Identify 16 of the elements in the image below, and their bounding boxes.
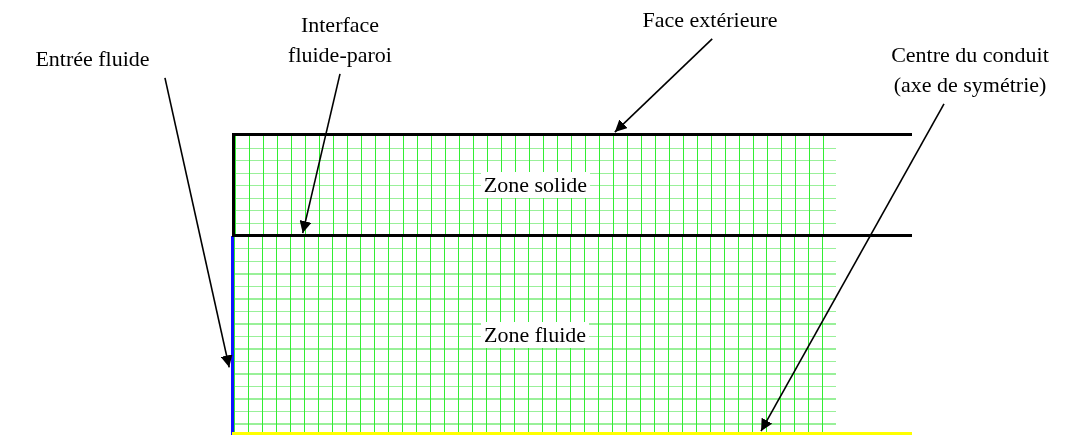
fluid-zone-region <box>234 236 836 433</box>
outer-face-line <box>232 133 912 136</box>
zone-label: Zone solide <box>480 172 591 198</box>
leader-line <box>164 77 233 369</box>
interface-line <box>232 234 912 237</box>
inlet-boundary-line <box>231 236 234 435</box>
callout-label: Entrée fluide <box>5 44 180 76</box>
symmetry-axis-line <box>232 432 912 435</box>
callout-label: Centre du conduit (axe de symétrie) <box>870 40 1070 102</box>
zone-label: Zone fluide <box>481 321 589 348</box>
leader-line <box>299 73 341 234</box>
solid-zone-region <box>232 135 836 235</box>
callout-label: Face extérieure <box>600 5 820 37</box>
callout-label: Interface fluide-paroi <box>275 10 405 72</box>
leader-line <box>760 103 945 432</box>
leader-line <box>614 38 713 133</box>
